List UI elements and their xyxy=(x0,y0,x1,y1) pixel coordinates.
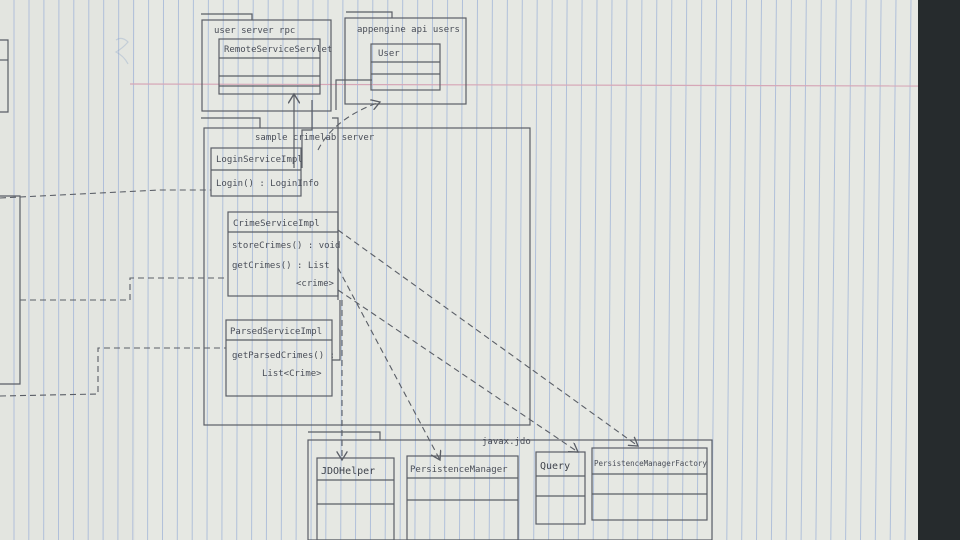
package-user-server-rpc: user server rpc RemoteServiceServlet xyxy=(201,13,332,112)
ruling-line xyxy=(770,0,777,540)
paper-stamp-mark xyxy=(114,37,129,65)
inheritance-line xyxy=(301,100,313,168)
class-name: JDOHelper xyxy=(321,466,375,477)
ruling-line xyxy=(295,0,299,540)
package-title: sample crimelab server xyxy=(255,133,375,143)
class-method: Login() : LoginInfo xyxy=(216,179,319,189)
dependency-arrow-user xyxy=(317,102,380,151)
ruling-line xyxy=(191,0,194,540)
class-name: ParsedServiceImpl xyxy=(230,327,322,337)
ruling-line xyxy=(666,0,673,540)
dependency-lines-jdo xyxy=(338,229,638,460)
class-name: LoginServiceImpl xyxy=(216,155,303,165)
class-name: PersistenceManagerFactory xyxy=(594,459,707,468)
dependency-lines-left xyxy=(0,189,228,397)
ruling-line xyxy=(444,0,449,540)
ruling-line xyxy=(637,0,643,540)
ruling-line xyxy=(711,0,718,540)
ruling-line xyxy=(221,0,224,540)
inheritance-line xyxy=(332,300,341,361)
package-title: javax.jdo xyxy=(482,437,531,447)
class-name: Query xyxy=(540,461,570,472)
ruling-line xyxy=(696,0,703,540)
ruling-line xyxy=(889,0,897,540)
ruling-line xyxy=(310,0,314,540)
ruling-line xyxy=(147,0,150,540)
ruling-line xyxy=(236,0,239,540)
ruling-line xyxy=(681,0,688,540)
class-method: getParsedCrimes() : xyxy=(232,351,335,361)
ruling-line xyxy=(473,0,478,540)
ruling-line xyxy=(830,0,837,540)
class-parsed-service-impl: ParsedServiceImpl getParsedCrimes() : Li… xyxy=(225,319,335,397)
ruling-line xyxy=(280,0,284,540)
ruling-line xyxy=(355,0,359,540)
ruling-line xyxy=(815,0,822,540)
class-query: Query xyxy=(535,451,586,525)
desk-background xyxy=(918,0,960,540)
class-name: User xyxy=(378,49,400,59)
package-title: appengine api users xyxy=(357,25,460,35)
ruling-line xyxy=(860,0,867,540)
class-name: PersistenceManager xyxy=(410,465,508,475)
class-method: <crime> xyxy=(296,279,335,289)
ruling-line xyxy=(102,0,105,540)
ruling-line xyxy=(132,0,135,540)
ruling-line xyxy=(533,0,538,540)
ruling-line xyxy=(325,0,329,540)
ruling-line xyxy=(726,0,733,540)
margin-line xyxy=(129,83,919,87)
package-javax-jdo: javax.jdo JDOHelper PersistenceManager Q… xyxy=(307,431,713,540)
package-sample-crimelab-server: sample crimelab server LoginServiceImpl … xyxy=(201,79,531,426)
class-persistence-manager-factory: PersistenceManagerFactory xyxy=(591,447,708,521)
ruling-line xyxy=(265,0,269,540)
ruling-line xyxy=(874,0,882,540)
package-title: user server rpc xyxy=(214,26,295,36)
ruling-line xyxy=(488,0,493,540)
class-method: List<Crime> xyxy=(262,369,322,379)
ruling-line xyxy=(176,0,179,540)
package-appengine-api-users: appengine api users User xyxy=(344,11,467,105)
ruling-line xyxy=(518,0,523,540)
ruling-line xyxy=(563,0,568,540)
ruling-line xyxy=(87,0,90,540)
ruling-line xyxy=(503,0,508,540)
dependency-line xyxy=(335,79,372,110)
ruling-line xyxy=(741,0,747,540)
class-method: storeCrimes() : void xyxy=(232,241,340,251)
ruling-line xyxy=(652,0,658,540)
ruling-line xyxy=(904,0,912,540)
ruling-line xyxy=(117,0,120,540)
ruling-line xyxy=(845,0,852,540)
ruling-line xyxy=(251,0,254,540)
class-method: getCrimes() : List xyxy=(232,261,330,271)
class-remote-service-servlet: RemoteServiceServlet xyxy=(218,38,332,95)
ruling-line xyxy=(548,0,553,540)
ruling-line xyxy=(785,0,792,540)
ruling-line xyxy=(607,0,613,540)
ruling-line xyxy=(592,0,598,540)
ruling-line xyxy=(340,0,344,540)
class-jdo-helper: JDOHelper xyxy=(316,457,395,540)
class-persistence-manager: PersistenceManager xyxy=(406,455,519,540)
paper-sheet xyxy=(0,0,918,540)
class-name: CrimeServiceImpl xyxy=(233,219,320,229)
class-user: User xyxy=(370,43,441,91)
ruling-line xyxy=(206,0,209,540)
offscreen-left-class-box xyxy=(0,39,21,385)
class-login-service-impl: LoginServiceImpl Login() : LoginInfo xyxy=(210,147,319,197)
ruling-line xyxy=(622,0,628,540)
ruling-line xyxy=(800,0,807,540)
ruling-line xyxy=(459,0,463,540)
inheritance-line xyxy=(332,117,339,300)
ruling-lines xyxy=(13,0,912,540)
ruling-line xyxy=(756,0,762,540)
ruling-line xyxy=(162,0,164,540)
class-name: RemoteServiceServlet xyxy=(224,45,332,55)
